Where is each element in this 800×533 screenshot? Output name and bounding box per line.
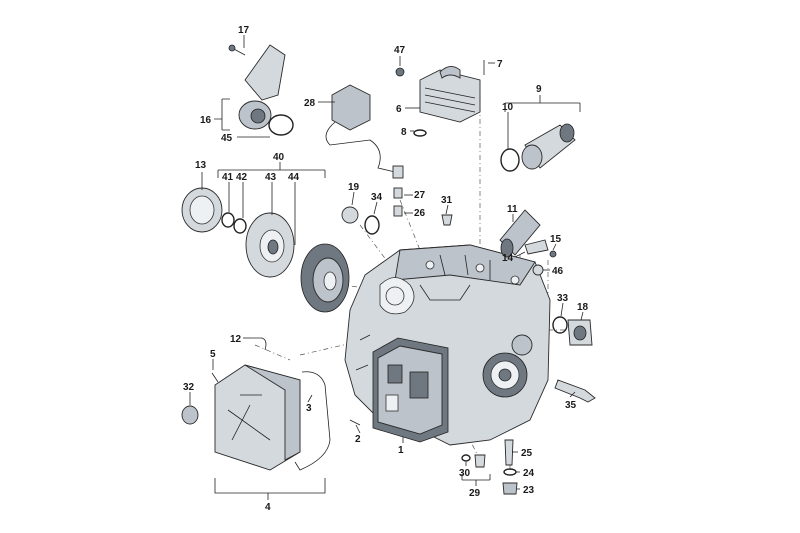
clutch-group: [181, 187, 350, 313]
sensor-harness: [325, 84, 404, 179]
part-label-1: 1: [398, 445, 404, 456]
oil-cooler: [395, 60, 485, 137]
part-label-2: 2: [355, 434, 361, 445]
part-label-26: 26: [414, 208, 426, 219]
filter-housing: [500, 123, 576, 172]
part-label-30: 30: [459, 468, 471, 479]
part-label-43: 43: [265, 172, 277, 183]
part-label-31: 31: [441, 195, 453, 206]
small-fittings: [181, 187, 596, 495]
part-label-47: 47: [394, 45, 406, 56]
part-label-24: 24: [523, 468, 535, 479]
part-number-labels: 17 16 45 28 47 7 6 8 9 10 13 40 41 42 43…: [183, 25, 589, 513]
part-label-40: 40: [273, 152, 285, 163]
bracket-assembly: [228, 44, 294, 136]
part-label-32: 32: [183, 382, 195, 393]
part-label-42: 42: [236, 172, 248, 183]
part-label-12: 12: [230, 334, 242, 345]
part-label-35: 35: [565, 400, 577, 411]
part-label-34: 34: [371, 192, 383, 203]
part-label-44: 44: [288, 172, 300, 183]
part-label-8: 8: [401, 127, 407, 138]
part-label-16: 16: [200, 115, 212, 126]
part-label-41: 41: [222, 172, 234, 183]
part-label-15: 15: [550, 234, 562, 245]
part-label-33: 33: [557, 293, 569, 304]
part-label-7: 7: [497, 59, 503, 70]
part-label-46: 46: [552, 266, 564, 277]
leader-lines: [189, 35, 584, 500]
part-label-4: 4: [265, 502, 271, 513]
part-label-45: 45: [221, 133, 233, 144]
part-label-9: 9: [536, 84, 542, 95]
part-label-18: 18: [577, 302, 589, 313]
part-label-10: 10: [502, 102, 514, 113]
oil-pan: [214, 364, 331, 471]
part-label-19: 19: [348, 182, 360, 193]
part-label-28: 28: [304, 98, 316, 109]
part-label-23: 23: [523, 485, 535, 496]
part-label-14: 14: [502, 253, 514, 264]
part-label-5: 5: [210, 349, 216, 360]
mechatronic-unit: [372, 337, 449, 443]
part-label-3: 3: [306, 403, 312, 414]
part-label-11: 11: [507, 204, 518, 215]
part-label-29: 29: [469, 488, 481, 499]
part-label-17: 17: [238, 25, 250, 36]
part-label-13: 13: [195, 160, 207, 171]
part-label-6: 6: [396, 104, 402, 115]
part-label-27: 27: [414, 190, 426, 201]
part-label-25: 25: [521, 448, 533, 459]
